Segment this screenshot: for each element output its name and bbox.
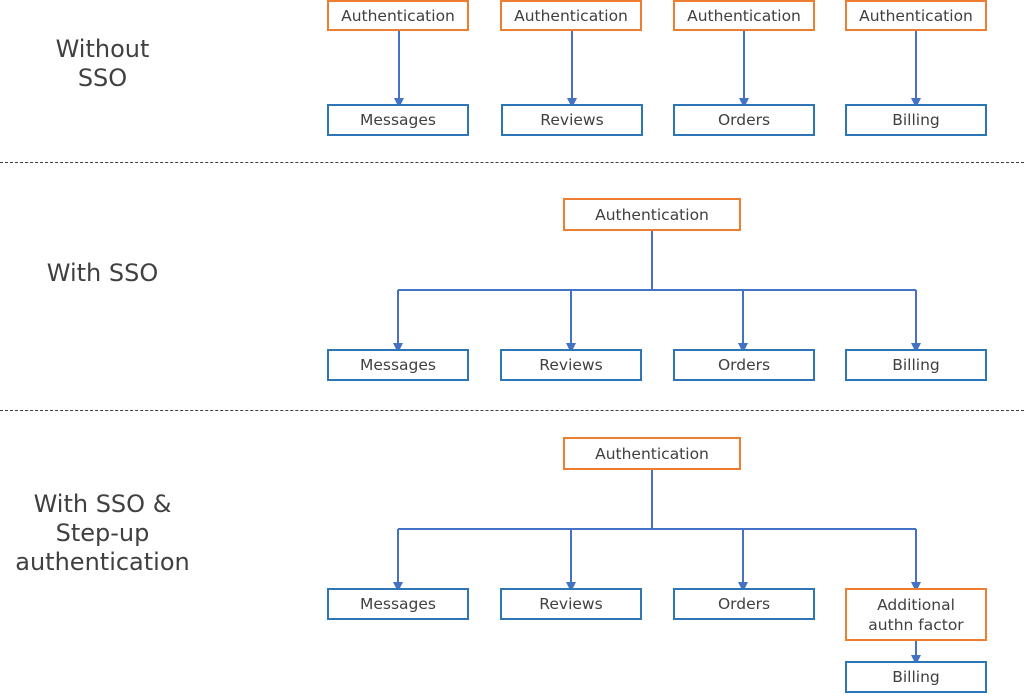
section-label-without-sso: Without SSO <box>55 35 150 92</box>
s3-service-orders: Orders <box>673 588 815 620</box>
s2-service-orders: Orders <box>673 349 815 381</box>
section-divider-1 <box>0 162 1024 163</box>
s3-service-billing: Billing <box>845 661 987 693</box>
s1-service-messages: Messages <box>327 104 469 136</box>
s3-service-messages: Messages <box>327 588 469 620</box>
s2-service-billing: Billing <box>845 349 987 381</box>
s2-service-messages: Messages <box>327 349 469 381</box>
s3-service-reviews: Reviews <box>500 588 642 620</box>
s1-auth-box-messages: Authentication <box>327 0 469 31</box>
section-label-with-sso: With SSO <box>46 259 159 287</box>
s1-auth-box-billing: Authentication <box>845 0 987 31</box>
s3-auth-box: Authentication <box>563 437 741 470</box>
section-divider-2 <box>0 410 1024 411</box>
s1-auth-box-reviews: Authentication <box>500 0 642 31</box>
section-label-with-stepup: With SSO & Step-up authentication <box>15 490 190 576</box>
s3-stepup-box: Additional authn factor <box>845 588 987 641</box>
s1-service-reviews: Reviews <box>501 104 643 136</box>
s2-service-reviews: Reviews <box>500 349 642 381</box>
s1-service-orders: Orders <box>673 104 815 136</box>
s2-auth-box: Authentication <box>563 198 741 231</box>
s1-auth-box-orders: Authentication <box>673 0 815 31</box>
s1-service-billing: Billing <box>845 104 987 136</box>
